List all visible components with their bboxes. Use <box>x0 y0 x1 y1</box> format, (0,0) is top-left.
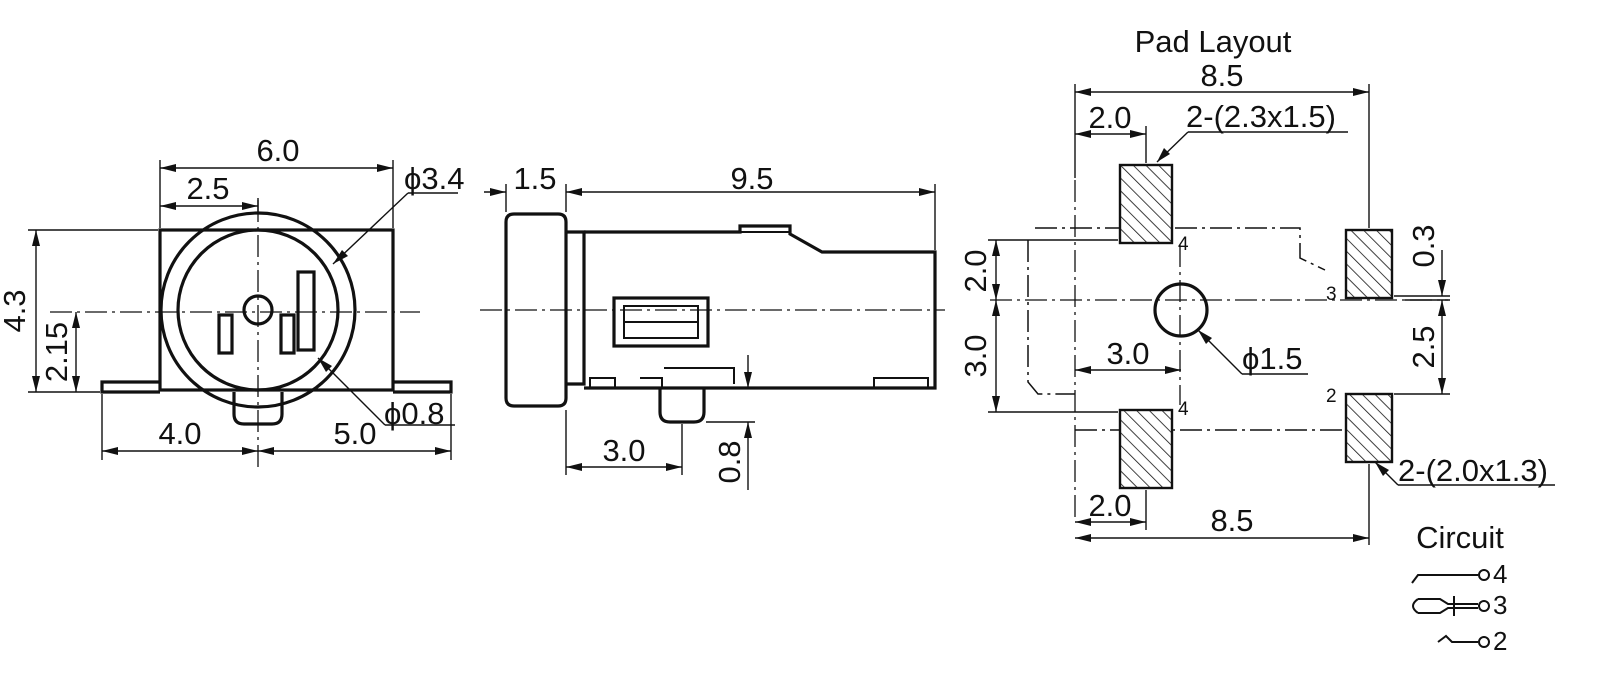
pad-bottom-right <box>1344 392 1394 464</box>
dim-pad-center-offset: 3.0 <box>1106 336 1149 371</box>
dim-pad-center-hole: ϕ1.5 <box>1242 341 1302 376</box>
circuit-pin-3-label: 3 <box>1493 590 1507 620</box>
circuit-pin-2-line <box>1437 634 1478 643</box>
dim-pad-top-offset: 2.0 <box>1088 100 1131 135</box>
front-body-outline <box>158 228 395 392</box>
side-neck <box>566 230 586 386</box>
dim-front-width-left: 2.5 <box>186 171 229 206</box>
circuit-pin-3-terminal <box>1478 600 1490 612</box>
center-pin-circle <box>242 294 274 326</box>
pad-top-left <box>1118 163 1174 245</box>
pad-number-top-right: 3 <box>1326 284 1337 305</box>
contact-left <box>217 313 234 355</box>
dim-pad-bottom-width: 8.5 <box>1210 503 1253 538</box>
dim-pad-right-lower: 2.5 <box>1406 325 1441 368</box>
circuit-pin-4-line <box>1411 574 1478 584</box>
side-bottom-peg <box>658 388 706 424</box>
dim-front-bottom-right: 5.0 <box>333 416 376 451</box>
pad-bottom-left <box>1118 408 1174 490</box>
pad-top-right <box>1344 228 1394 300</box>
front-view: 6.0 2.5 ϕ3.4 4.3 2.15 4.0 5.0 <box>0 133 464 470</box>
contact-right <box>279 313 296 355</box>
dim-pad-top-size: 2-(2.3x1.5) <box>1186 99 1336 134</box>
side-main-body <box>584 224 937 390</box>
dim-front-width-total: 6.0 <box>256 133 299 168</box>
front-bottom-peg <box>232 392 284 426</box>
circuit-pin-3-plug <box>1412 596 1478 616</box>
circuit-pin-2-terminal <box>1478 636 1490 648</box>
dim-pin-diameter: ϕ0.8 <box>384 396 444 431</box>
dim-hole-diameter: ϕ3.4 <box>404 161 464 196</box>
pad-layout: Pad Layout 4 3 4 2 8.5 2.0 <box>958 24 1555 545</box>
pad-number-bottom-left: 4 <box>1178 399 1189 420</box>
pad-center-hole <box>1153 282 1209 338</box>
dim-side-front-length: 1.5 <box>513 161 556 196</box>
dim-front-height-total: 4.3 <box>0 289 32 332</box>
pad-number-top-left: 4 <box>1178 234 1189 255</box>
dim-pad-top-width: 8.5 <box>1200 58 1243 93</box>
front-mounting-tabs <box>100 380 453 394</box>
dim-pad-left-upper: 2.0 <box>958 249 993 292</box>
circuit-title: Circuit <box>1416 520 1504 555</box>
dim-pad-left-lower: 3.0 <box>958 334 993 377</box>
contact-spring <box>296 270 316 352</box>
dim-side-body-length: 9.5 <box>730 161 773 196</box>
circuit-pin-2-label: 2 <box>1493 626 1507 656</box>
dim-side-tab-height: 0.8 <box>712 440 747 483</box>
side-view: 1.5 9.5 3.0 0.8 <box>480 161 945 490</box>
circuit-diagram: Circuit 4 3 2 <box>1411 520 1507 656</box>
dim-front-bottom-left: 4.0 <box>158 416 201 451</box>
dim-pad-bottom-size: 2-(2.0x1.3) <box>1398 453 1548 488</box>
circuit-pin-4-label: 4 <box>1493 559 1507 589</box>
dim-pad-right-upper: 0.3 <box>1406 224 1441 267</box>
jack-inner-circle <box>176 228 340 392</box>
side-front-flange <box>504 212 568 408</box>
dim-pad-bottom-offset: 2.0 <box>1088 488 1131 523</box>
dim-front-height-center: 2.15 <box>39 322 74 382</box>
side-window-outer <box>612 296 710 348</box>
dim-side-tab-position: 3.0 <box>602 433 645 468</box>
pad-number-bottom-right: 2 <box>1326 386 1337 407</box>
pad-layout-title: Pad Layout <box>1135 24 1292 59</box>
circuit-pin-4-terminal <box>1478 569 1490 581</box>
